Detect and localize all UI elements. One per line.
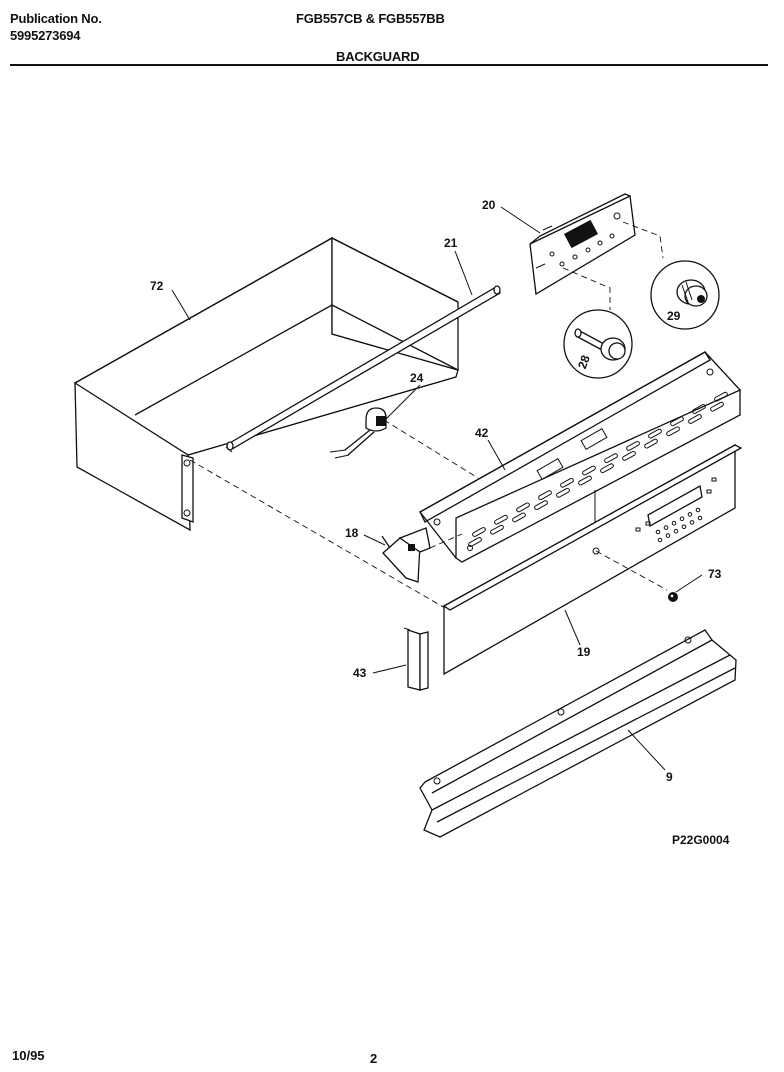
callout-9: 9 [666, 770, 673, 784]
drawing-code: P22G0004 [672, 833, 730, 847]
vent-slot [692, 404, 706, 414]
panel-button-dot [687, 512, 693, 517]
footer-page-number: 2 [370, 1051, 378, 1066]
panel-button-dot [681, 524, 687, 530]
vent-slot [604, 453, 618, 464]
vent-slot [666, 426, 680, 437]
panel-button-square [645, 521, 651, 526]
panel-button-dot [673, 528, 679, 534]
panel-button-dot [663, 525, 669, 530]
callout-72: 72 [150, 279, 164, 293]
vent-slot [622, 450, 636, 461]
vent-slot [714, 391, 728, 402]
vent-slot [512, 512, 526, 523]
footer-date: 10/95 [12, 1048, 45, 1063]
publication-number: 5995273694 [10, 28, 81, 43]
callout-29: 29 [667, 309, 681, 323]
panel-button-dot [679, 516, 685, 522]
panel-button-dot [697, 515, 703, 521]
vent-slot [538, 490, 552, 501]
vent-slot [670, 416, 684, 427]
callout-24: 24 [410, 371, 424, 385]
callout-19: 19 [577, 645, 591, 659]
panel-button-dot [671, 520, 677, 526]
part-9-trim-strip [419, 629, 737, 838]
vent-slot [600, 463, 614, 474]
callout-20: 20 [482, 198, 496, 212]
part-73-clip [668, 592, 678, 602]
panel-button-dot [655, 529, 661, 535]
part-43-trim [403, 627, 429, 691]
part-42-panel-bracket [419, 351, 742, 563]
part-24-switch [329, 407, 479, 479]
panel-button-dot [695, 507, 701, 513]
vent-slot [648, 428, 662, 439]
callout-42: 42 [475, 426, 489, 440]
panel-button-dot [689, 520, 695, 525]
part-21-rod [225, 285, 501, 453]
part-29-knob [622, 221, 720, 330]
vent-slot [582, 465, 596, 476]
vent-slot [644, 438, 658, 449]
vent-slot [534, 500, 548, 511]
part-18-end-bracket [381, 527, 463, 583]
panel-button-dot [657, 537, 663, 543]
vent-slot [494, 514, 508, 525]
vent-slot [472, 527, 486, 537]
vent-slot [578, 475, 592, 486]
header-rule [10, 64, 768, 66]
vent-slot [560, 477, 574, 488]
section-title: BACKGUARD [336, 49, 420, 64]
vent-slot [710, 401, 724, 412]
vent-slot [490, 524, 504, 535]
panel-button-square [706, 489, 712, 494]
vent-slot [516, 502, 530, 513]
vent-slot [626, 440, 640, 451]
panel-button-square [711, 477, 717, 482]
part-72-cabinet-box [74, 236, 459, 532]
part-20-control-board [529, 193, 636, 296]
part-19-control-panel [189, 443, 743, 676]
panel-button-square [635, 527, 641, 532]
callout-43: 43 [353, 666, 367, 680]
panel-button-dot [665, 533, 671, 538]
publication-label: Publication No. [10, 11, 102, 26]
part-28-shaft [562, 267, 633, 379]
callout-21: 21 [444, 236, 458, 250]
vent-slot [688, 414, 702, 424]
callout-28: 28 [575, 353, 593, 371]
vent-slot [556, 487, 570, 498]
callout-18: 18 [345, 526, 359, 540]
callout-73: 73 [708, 567, 722, 581]
callout-leaders [171, 206, 703, 771]
model-number: FGB557CB & FGB557BB [296, 11, 445, 26]
